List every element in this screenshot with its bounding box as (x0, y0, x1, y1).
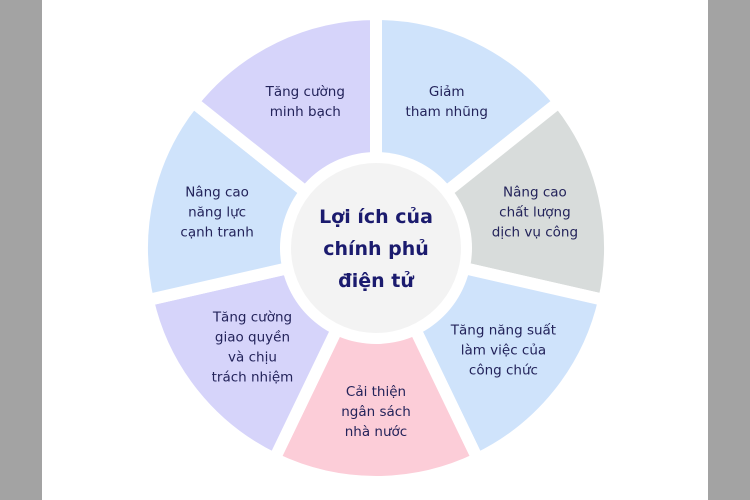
segment-label: ngân sách (341, 404, 411, 420)
segment-label: Cải thiện (346, 384, 406, 400)
segment-4: Cải thiện ngân sách nhà nước (266, 234, 486, 488)
center-title-line: điện tử (338, 270, 414, 292)
segment-label: nhà nước (345, 424, 407, 440)
segment-label: làm việc của (461, 343, 546, 359)
segment-label: tham nhũng (406, 104, 488, 120)
segment-label: dịch vụ công (492, 225, 578, 241)
center-title-line: Lợi ích của (319, 206, 433, 228)
segment-label: Nâng cao (185, 185, 249, 201)
center-circle (291, 163, 461, 333)
segment-label: Tăng cường (265, 84, 345, 100)
center-title-line: chính phủ (323, 238, 429, 260)
segment-label: Nâng cao (503, 185, 567, 201)
segment-label: Tăng năng suất (450, 323, 556, 339)
segment-label: năng lực (188, 205, 246, 221)
segment-label: công chức (469, 363, 538, 379)
segment-label: Giảm (429, 84, 465, 100)
segment-label: giao quyền (215, 329, 290, 346)
segment-shape (266, 234, 486, 488)
segment-label: cạnh tranh (180, 225, 253, 241)
segment-label: và chịu (228, 350, 277, 366)
segment-label: chất lượng (499, 205, 571, 221)
segment-label: trách nhiệm (212, 370, 294, 386)
segment-label: Tăng cường (212, 310, 292, 326)
segment-label: minh bạch (270, 104, 341, 120)
